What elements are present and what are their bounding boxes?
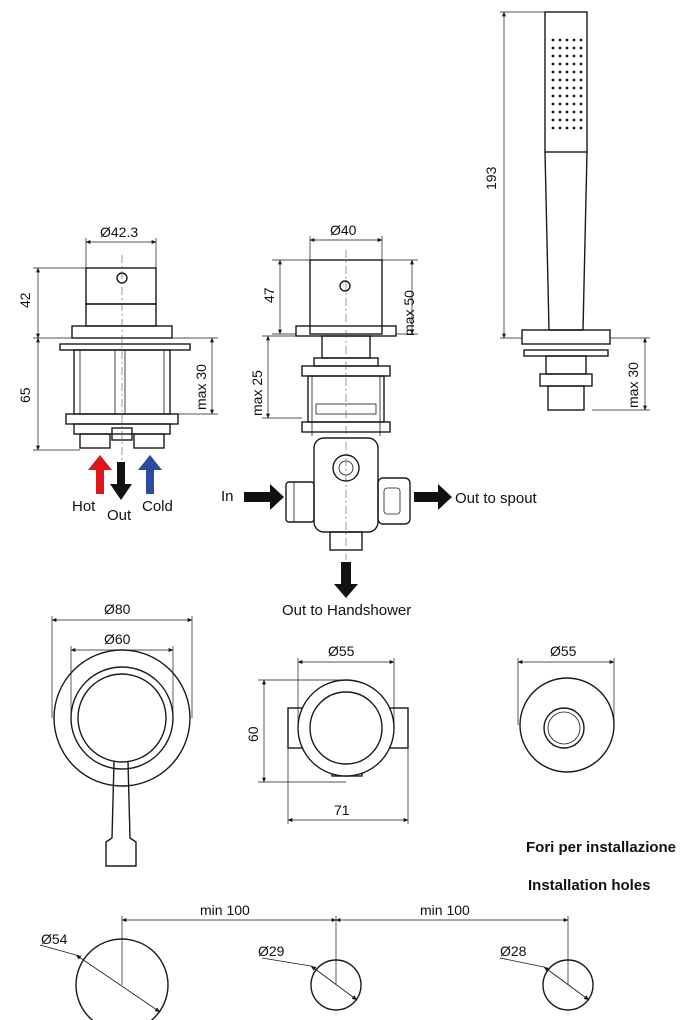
label-d-40: Ø40 — [330, 222, 357, 238]
label-d-28: Ø28 — [500, 943, 527, 959]
hole-28 — [542, 959, 594, 1011]
in-arrow — [244, 484, 284, 510]
label-h-65: 65 — [17, 387, 33, 403]
lever — [105, 761, 137, 867]
label-max-25: max 25 — [249, 370, 265, 416]
label-d-80: Ø80 — [104, 601, 131, 617]
label-h-47: 47 — [261, 287, 277, 303]
label-max-30-left: max 30 — [193, 364, 209, 410]
rosette-80 — [53, 649, 191, 787]
shower-head — [544, 11, 588, 153]
handshower-arrow — [334, 562, 358, 598]
label-d-55-right: Ø55 — [550, 643, 577, 659]
mixer-elevation: Ø42.3 42 65 max 30 Hot Out Cold — [17, 224, 218, 524]
label-d-60: Ø60 — [104, 631, 131, 647]
label-installation-holes: Installation holes — [528, 877, 651, 894]
label-h-60: 60 — [245, 726, 261, 742]
installation-holes: Fori per installazione Installation hole… — [39, 839, 676, 1020]
hot-arrow — [88, 455, 112, 494]
label-hot: Hot — [72, 498, 96, 515]
label-d-42-3: Ø42.3 — [100, 224, 138, 240]
label-max-30-right: max 30 — [625, 362, 641, 408]
handshower-elevation: 193 max 30 — [483, 11, 650, 411]
mixer-deck — [59, 343, 191, 351]
label-fori: Fori per installazione — [526, 839, 676, 856]
label-h-42: 42 — [17, 292, 33, 308]
handle-collar — [85, 303, 157, 327]
shower-nozzles — [551, 38, 583, 130]
label-w-71: 71 — [334, 802, 350, 818]
label-cold: Cold — [142, 498, 173, 515]
shower-base — [521, 329, 611, 345]
label-d-29: Ø29 — [258, 943, 285, 959]
label-min-100-b: min 100 — [420, 902, 470, 918]
handle-60 — [77, 673, 167, 763]
label-max-50: max 50 — [401, 290, 417, 336]
spout-arrow — [414, 484, 452, 510]
label-min-100-a: min 100 — [200, 902, 250, 918]
shower-handle — [544, 151, 588, 331]
out-arrow — [110, 462, 132, 500]
label-out-to-spout: Out to spout — [455, 490, 538, 507]
cold-arrow — [138, 455, 162, 494]
handshower-plan: Ø55 — [517, 643, 615, 773]
label-out: Out — [107, 507, 132, 524]
label-d-54: Ø54 — [41, 931, 68, 947]
mixer-plan: Ø80 Ø60 — [51, 601, 193, 867]
diverter-plan: Ø55 60 71 — [245, 643, 409, 824]
label-d-55-mid: Ø55 — [328, 643, 355, 659]
diverter-elevation: Ø40 47 max 50 max 25 In Out to spout Out… — [221, 222, 538, 619]
label-out-to-handshower: Out to Handshower — [282, 602, 411, 619]
label-h-193: 193 — [483, 166, 499, 190]
label-in: In — [221, 488, 234, 505]
